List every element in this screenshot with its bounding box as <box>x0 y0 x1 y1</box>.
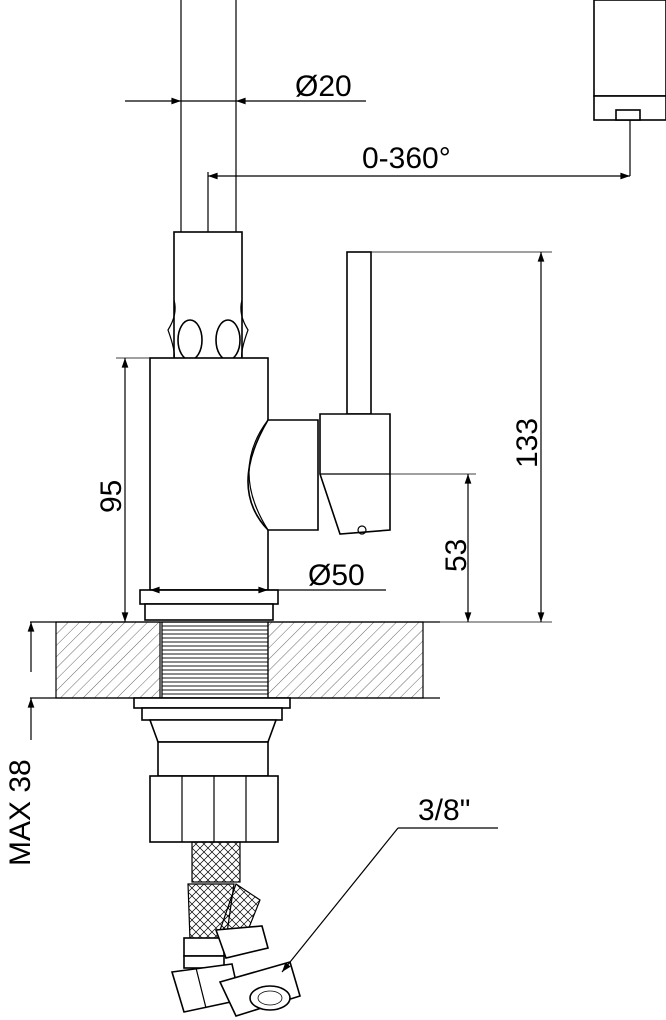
aerator-detail <box>593 0 666 176</box>
braided-hoses <box>183 841 269 969</box>
lever-handle <box>319 251 391 535</box>
dim-rotation: 0-360° <box>208 142 631 180</box>
hose-nuts <box>170 961 301 1017</box>
base-flange <box>139 589 279 621</box>
dim-hose-thread: 3/8" <box>281 794 498 973</box>
rotation-collar <box>167 231 249 361</box>
dim-lever-height: 53 <box>390 473 476 623</box>
under-counter-fittings <box>133 697 291 843</box>
label-total-height: 133 <box>511 418 544 468</box>
faucet-body <box>149 357 319 591</box>
dim-body-height: 95 <box>95 357 150 623</box>
dim-base-diameter: Ø50 <box>150 559 386 594</box>
label-spout-diameter: Ø20 <box>295 70 352 103</box>
label-body-height: 95 <box>95 480 128 513</box>
dim-spout-diameter: Ø20 <box>125 70 366 105</box>
threaded-stud <box>161 621 269 699</box>
dim-max-thickness: MAX 38 <box>4 621 37 866</box>
label-max-thickness: MAX 38 <box>4 759 37 866</box>
spout-pipe <box>180 0 237 232</box>
dim-total-height: 133 <box>371 251 552 623</box>
label-base-diameter: Ø50 <box>308 559 365 592</box>
countertop-section <box>30 621 440 699</box>
label-rotation: 0-360° <box>362 142 451 175</box>
label-lever-height: 53 <box>440 539 473 572</box>
label-hose-thread: 3/8" <box>418 794 470 827</box>
